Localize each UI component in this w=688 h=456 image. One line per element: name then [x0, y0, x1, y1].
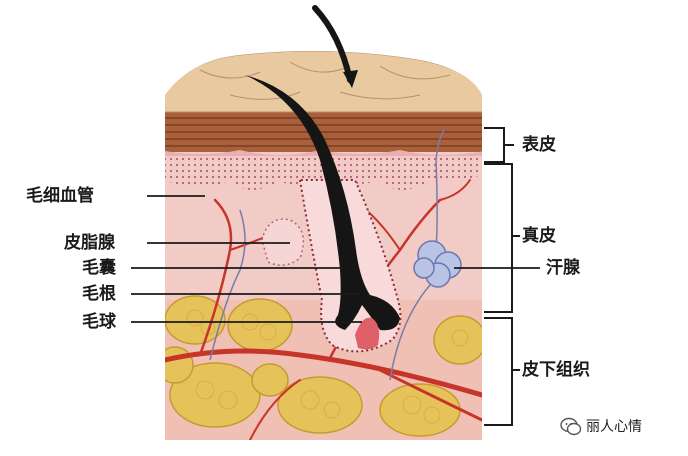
- label-hair-root: 毛根: [82, 284, 116, 304]
- label-dermis: 真皮: [522, 226, 556, 246]
- skin-surface: [165, 51, 482, 113]
- hair-tip-arrow: [343, 70, 358, 88]
- wechat-bubble-icon: [560, 417, 582, 436]
- fat-lobules: [165, 295, 482, 437]
- hair-emerging: [312, 5, 353, 83]
- hair-papilla: [355, 317, 380, 350]
- label-hair-bulb: 毛球: [82, 312, 116, 332]
- watermark-text: 丽人心情: [586, 419, 642, 435]
- label-capillary: 毛细血管: [26, 186, 94, 206]
- label-sebaceous-gland: 皮脂腺: [64, 233, 115, 253]
- label-epidermis: 表皮: [522, 135, 556, 155]
- label-hair-follicle: 毛囊: [82, 258, 116, 278]
- label-subcutaneous: 皮下组织: [522, 360, 590, 380]
- layer-brackets: [484, 127, 520, 426]
- label-sweat-gland: 汗腺: [546, 258, 580, 278]
- leader-lines: [131, 195, 540, 323]
- sweat-gland: [413, 240, 462, 288]
- hair-shaft: [245, 75, 400, 331]
